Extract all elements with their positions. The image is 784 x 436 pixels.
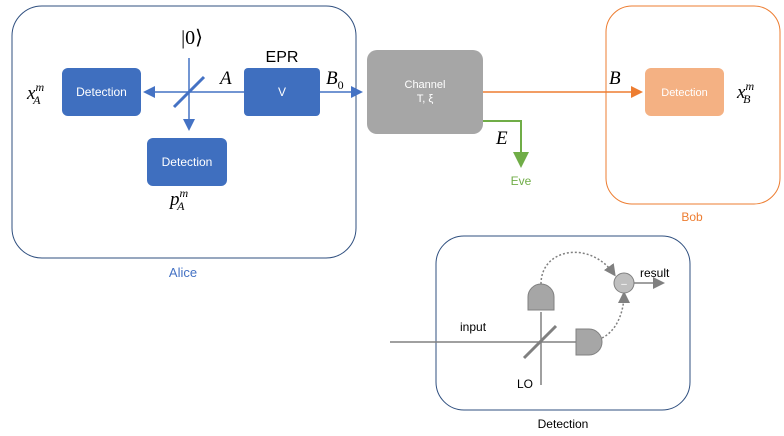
channel-title: Channel (405, 79, 446, 91)
inset-subtractor-symbol: – (621, 279, 627, 290)
mode-b-label: B (609, 68, 621, 89)
inset-beamsplitter (522, 324, 558, 360)
mode-e-label: E (495, 128, 508, 149)
alice-frame (11, 5, 357, 259)
eve-label: Eve (511, 174, 532, 188)
inset-signal-upper (540, 251, 616, 285)
inset-photodetector-upper (527, 283, 555, 311)
inset-photodetector-right (575, 328, 603, 356)
inset-signal-right (601, 291, 630, 339)
channel-box (367, 50, 483, 134)
inset-result-label: result (640, 266, 670, 280)
inset-input-label: input (460, 320, 487, 334)
beam-channel-to-eve (483, 120, 529, 168)
channel-params: T, ξ (417, 93, 434, 105)
alice-detection-p-box (147, 138, 227, 186)
epr-v-label: V (278, 85, 286, 99)
alice-beamsplitter (172, 75, 206, 109)
vacuum-state-label: |0⟩ (181, 27, 203, 49)
detection-inset-caption: Detection (538, 417, 589, 431)
bob-label: Bob (681, 210, 703, 224)
alice-detection-p-label: Detection (162, 155, 213, 169)
bob-detection-box (645, 68, 724, 116)
alice-label: Alice (169, 265, 197, 280)
bob-frame (605, 5, 781, 205)
epr-label: EPR (266, 49, 299, 66)
bob-detection-label: Detection (661, 87, 707, 99)
detection-inset-frame (435, 235, 691, 411)
inset-lo-label: LO (517, 377, 533, 391)
alice-detection-x-label: Detection (76, 85, 127, 99)
mode-a-label: A (218, 68, 232, 89)
mode-b0-label: B0 (326, 68, 344, 92)
epr-v-box (244, 68, 320, 116)
alice-detection-x-box (62, 68, 141, 116)
